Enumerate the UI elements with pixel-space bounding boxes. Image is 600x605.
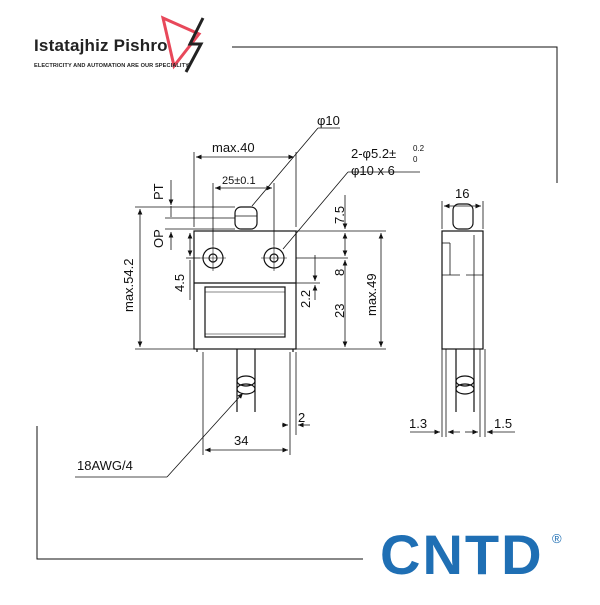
- dim-holes-1: 2-φ5.2±: [351, 146, 396, 161]
- plunger: [234, 206, 258, 230]
- cable: [236, 349, 256, 412]
- mounting-hole-left: [200, 245, 226, 271]
- side-view: [441, 203, 484, 412]
- cable-label: 18AWG/4: [77, 458, 133, 473]
- dim-holes-tol-up: 0.2: [413, 144, 425, 153]
- dim-max54-2: max.54.2: [121, 259, 136, 312]
- dim-7-5: 7.5: [332, 206, 347, 224]
- side-plunger: [452, 203, 474, 230]
- dim-holes-tol-down: 0: [413, 155, 418, 164]
- brand-logo-icon: [160, 15, 205, 73]
- cntd-logo: CNTD: [380, 523, 544, 586]
- dim-op: OP: [151, 229, 166, 248]
- side-cable: [455, 349, 475, 412]
- dim-max40: max.40: [212, 140, 255, 155]
- mounting-hole-right: [261, 245, 287, 271]
- dim-4-5: 4.5: [172, 274, 187, 292]
- body-window: [204, 286, 286, 338]
- dim-34: 34: [234, 433, 248, 448]
- dimension-labels: φ10 max.40 25±0.1 2-φ5.2± 0.2 0 φ10 x 6 …: [77, 113, 512, 473]
- dim-phi10: φ10: [317, 113, 340, 128]
- switch-body: [193, 230, 297, 350]
- dim-25: 25±0.1: [222, 175, 256, 187]
- side-body: [441, 230, 484, 350]
- front-dimensions: [75, 127, 420, 478]
- dim-pt: PT: [151, 183, 166, 200]
- dim-1-3: 1.3: [409, 416, 427, 431]
- brand-tagline: ELECTRICITY AND AUTOMATION ARE OUR SPECI…: [34, 63, 189, 69]
- dim-2: 2: [298, 410, 305, 425]
- brand-title: Istatajhiz Pishro: [34, 36, 168, 55]
- frame-lines: [36, 46, 558, 560]
- dim-max49: max.49: [364, 273, 379, 316]
- dim-23: 23: [332, 304, 347, 318]
- dim-8: 8: [332, 269, 347, 276]
- dim-16: 16: [455, 186, 469, 201]
- registered-mark: ®: [552, 531, 562, 546]
- dim-2-2: 2.2: [298, 290, 313, 308]
- front-view: [193, 206, 297, 412]
- dim-holes-2: φ10 x 6: [351, 163, 395, 178]
- dim-1-5: 1.5: [494, 416, 512, 431]
- side-dimensions: [410, 201, 515, 437]
